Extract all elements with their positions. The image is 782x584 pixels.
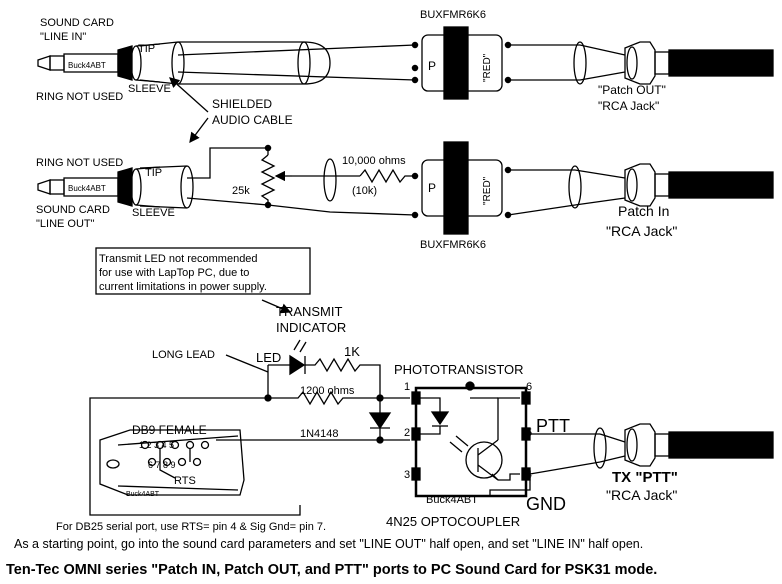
line-out-plug-icon: [37, 166, 161, 208]
patch-in-label: Patch In: [618, 203, 669, 219]
red-top-label: "RED": [482, 53, 493, 82]
note-line-1: Transmit LED not recommended: [99, 253, 258, 265]
res-1200-label: 1200 ohms: [300, 385, 355, 397]
plug-brand-top: Buck4ABT: [68, 61, 106, 70]
tx-ptt-label: TX "PTT": [612, 469, 678, 486]
diode-1n4148-icon: [368, 398, 392, 440]
pot-label: 25k: [232, 185, 250, 197]
patch-in-rca-jack-icon: [624, 163, 774, 207]
pin-3: 3: [404, 469, 410, 481]
pin-4: 4: [526, 469, 532, 481]
shielded-label: SHIELDED: [212, 97, 272, 111]
gnd-label: GND: [526, 494, 566, 514]
optocoupler-4n25: [411, 381, 531, 498]
audio-cable-label: AUDIO CABLE: [212, 113, 293, 127]
primary-bottom-label: P: [428, 181, 436, 195]
transmit-label: TRANSMIT: [276, 304, 343, 319]
tx-ptt-rca-label: "RCA Jack": [606, 487, 677, 503]
transformer-top-label: BUXFMR6K6: [420, 9, 486, 21]
note-line-2: for use with LapTop PC, due to: [99, 267, 249, 279]
sound-card-line-in-label-2: "LINE IN": [40, 31, 86, 43]
db9-brand: Buck4ABT: [126, 491, 160, 498]
ring-not-used-top: RING NOT USED: [36, 91, 123, 103]
res-1k-label: 1K: [344, 344, 360, 359]
tip-top-label: TIP: [138, 43, 155, 55]
resistor-1k: [305, 357, 381, 400]
optocoupler-label: 4N25 OPTOCOUPLER: [386, 514, 520, 529]
ring-not-used-mid: RING NOT USED: [36, 157, 123, 169]
res-10k-label-2: (10k): [352, 185, 377, 197]
sound-card-line-out-label: SOUND CARD: [36, 204, 110, 216]
resistor-1200: [268, 390, 410, 406]
led-icon: [289, 339, 307, 376]
pin-5: 5: [526, 427, 532, 439]
page-title: Ten-Tec OMNI series "Patch IN, Patch OUT…: [6, 562, 657, 578]
phototransistor-label: PHOTOTRANSISTOR: [394, 362, 524, 377]
pin-6: 6: [526, 381, 532, 393]
opto-brand: Buck4ABT: [426, 494, 478, 506]
diode-label: 1N4148: [300, 428, 339, 440]
bottom-note: As a starting point, go into the sound c…: [14, 537, 643, 551]
patch-in-rca-label: "RCA Jack": [606, 223, 677, 239]
indicator-label: INDICATOR: [276, 320, 346, 335]
ptt-label: PTT: [536, 416, 570, 436]
res-10k-label: 10,000 ohms: [342, 155, 406, 167]
db25-note: For DB25 serial port, use RTS= pin 4 & S…: [56, 521, 326, 533]
rts-label: RTS: [174, 475, 196, 487]
patch-out-rca-label: "RCA Jack": [598, 99, 659, 113]
db9-bottom-pins: 6 7 8 9: [148, 460, 176, 470]
sound-card-line-out-label-2: "LINE OUT": [36, 218, 95, 230]
sleeve-mid-label: SLEEVE: [132, 207, 175, 219]
resistor-10k: [359, 168, 415, 184]
pin-1: 1: [404, 381, 410, 393]
note-line-3: current limitations in power supply.: [99, 281, 267, 293]
db9-connector-icon: [99, 429, 245, 496]
long-lead-label: LONG LEAD: [152, 349, 215, 361]
patch-out-rca-jack-icon: [624, 41, 774, 85]
tx-ptt-rca-jack-icon: [624, 423, 774, 467]
sound-card-line-in-label: SOUND CARD: [40, 17, 114, 29]
transformer-top: [411, 26, 512, 100]
primary-top-label: P: [428, 59, 436, 73]
db9-label: DB9 FEMALE: [132, 423, 207, 437]
plug-brand-mid: Buck4ABT: [68, 184, 106, 193]
patch-out-label: "Patch OUT": [598, 83, 666, 97]
transformer-bottom-label: BUXFMR6K6: [420, 239, 486, 251]
sleeve-top-label: SLEEVE: [128, 83, 171, 95]
tip-mid-label: TIP: [145, 167, 162, 179]
db9-top-pins: 1 2 3 4 5: [139, 440, 174, 450]
red-bottom-label: "RED": [482, 176, 493, 205]
pin-2: 2: [404, 427, 410, 439]
potentiometer: [260, 144, 292, 209]
led-label: LED: [256, 350, 281, 365]
